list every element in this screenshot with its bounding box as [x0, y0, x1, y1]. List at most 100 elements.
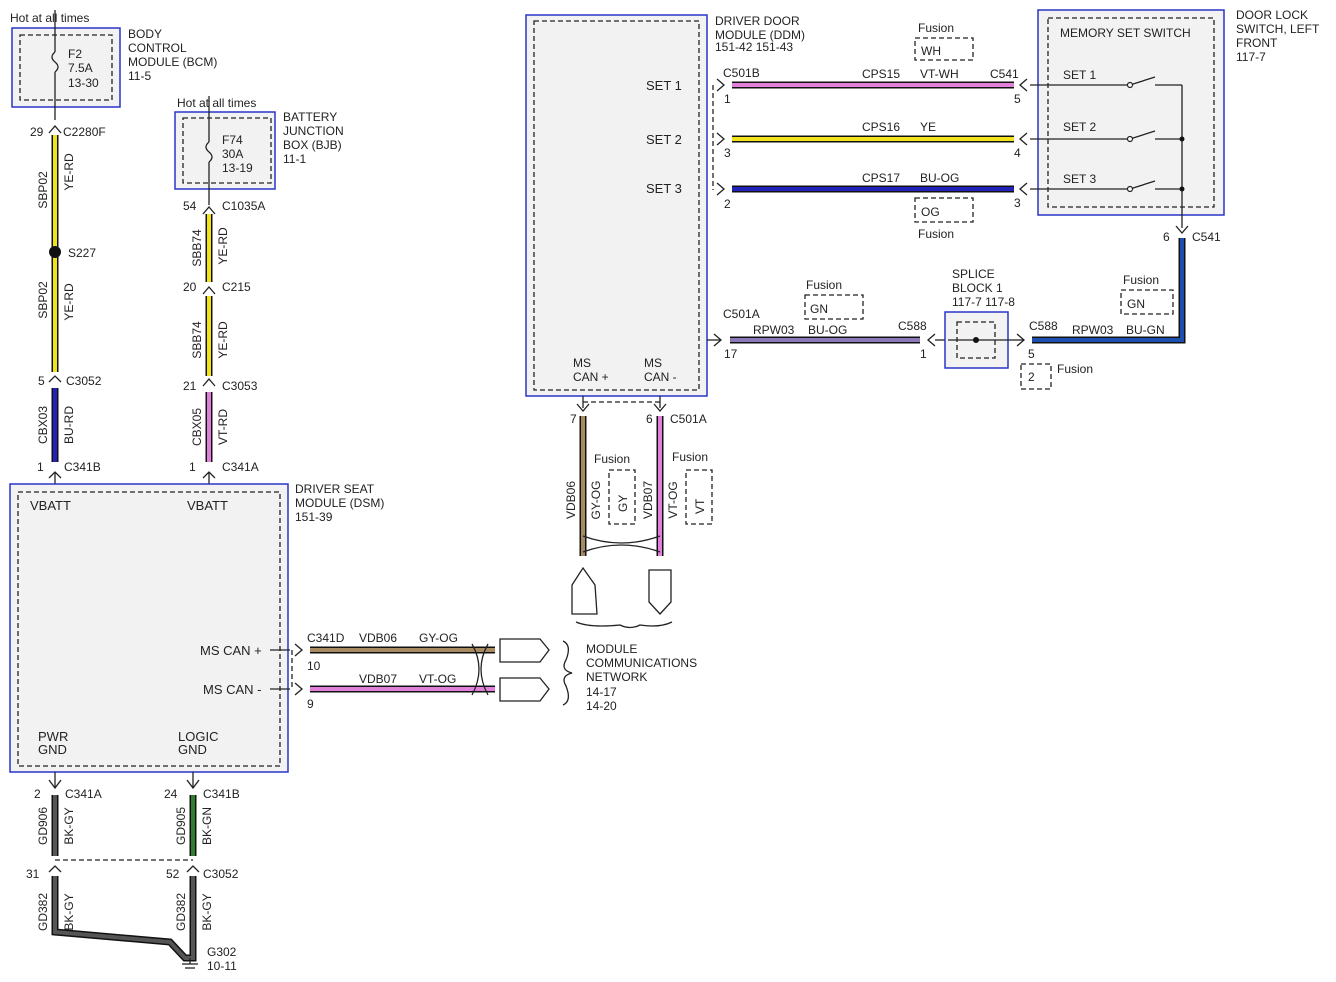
switch-c541-label: C541 [1192, 230, 1221, 244]
fusion-vt: VT [693, 498, 707, 514]
fusion-gn-b-label: Fusion [1123, 273, 1159, 287]
connector-c3053-icon [202, 378, 216, 387]
cps15-pin1: 1 [724, 92, 731, 106]
network-brace-icon [562, 640, 573, 706]
ddm-mscan-plus-2: CAN + [573, 370, 609, 384]
gnd-c3052-label: C3052 [203, 867, 239, 881]
dsm-twist-icon [471, 643, 489, 696]
rpw-c501a-label: C501A [723, 307, 760, 321]
ground-wires: 2 C341A 24 C341B GD906 BK-GY GD905 BK-GN… [26, 772, 240, 973]
ddm-group: DRIVER DOOR MODULE (DDM) 151-42 151-43 S… [525, 14, 805, 397]
gnd-pin-2: 2 [34, 787, 41, 801]
pin-20: 20 [183, 280, 197, 294]
bcm-fuse-icon [51, 51, 59, 73]
ddm-c501a-pin7-icon [576, 403, 590, 412]
door-switch-name-4: 117-7 [1236, 50, 1266, 64]
wire-rpw03-b [1032, 238, 1184, 342]
gnd-bkgy-c-label: BK-GY [200, 893, 214, 930]
connector-c3052-icon [48, 375, 62, 383]
fusion-wh: WH [921, 44, 941, 58]
switch-set2-icon [1030, 130, 1182, 140]
splice-block-1: SPLICE [952, 267, 995, 281]
bcm-box [11, 27, 121, 108]
dsm-name-1: DRIVER SEAT [295, 482, 375, 496]
bjb-name-4: 11-1 [283, 152, 306, 166]
fusion-2-label: Fusion [1057, 362, 1093, 376]
dsm-vtog-label: VT-OG [419, 672, 456, 686]
fusion-vt-label: Fusion [672, 450, 708, 464]
ddm-can-minus-arrow-icon [648, 569, 672, 615]
fusion-gn-a: GN [810, 302, 828, 316]
door-switch-group: DOOR LOCK SWITCH, LEFT FRONT 117-7 MEMOR… [1030, 8, 1320, 244]
bcm-name-3: MODULE (BCM) [128, 55, 217, 69]
fusion-og: OG [921, 205, 940, 219]
fusion-wh-label: Fusion [918, 21, 954, 35]
dsm-logic-gnd-1: LOGIC [178, 729, 218, 744]
memory-set-switch-label: MEMORY SET SWITCH [1060, 26, 1191, 40]
dsm-vbatt-2: VBATT [187, 498, 228, 513]
c1035a-label: C1035A [222, 199, 265, 213]
ddm-box [525, 14, 708, 397]
door-switch-name-2: SWITCH, LEFT [1236, 22, 1320, 36]
memory-buog-label: BU-OG [920, 171, 959, 185]
mid-column: 54 C1035A SBB74 YE-RD 20 C215 SBB74 YE-R… [183, 199, 265, 486]
c215-label: C215 [222, 280, 251, 294]
network-line-3: NETWORK [586, 670, 647, 684]
bcm-inner-dash [19, 34, 113, 101]
gnd-bkgy-b-label: BK-GY [62, 893, 76, 930]
dsm-can-minus-arrow-icon [499, 677, 550, 702]
fusion-vt-box [685, 469, 713, 525]
ddm-set2: SET 2 [646, 132, 682, 147]
yerd-b-label: YE-RD [62, 283, 76, 321]
dsm-pin-10: 10 [307, 659, 321, 673]
ddm-mscan-plus-1: MS [573, 356, 591, 370]
dsm-pwr-gnd-1: PWR [38, 729, 68, 744]
bjb-loc: 13-19 [222, 161, 253, 175]
ddm-c501a-label: C501A [670, 412, 707, 426]
network-line-4: 14-17 [586, 685, 617, 699]
ddm-vdb06-label: VDB06 [564, 481, 578, 519]
c541-pin6-icon [1175, 225, 1189, 234]
ddm-set1: SET 1 [646, 78, 682, 93]
bjb-rating: 30A [222, 147, 243, 161]
fusion-og-label: Fusion [918, 227, 954, 241]
bkgn-label: BK-GN [200, 807, 214, 845]
connector-gnd-c3052b-icon [186, 865, 200, 873]
cbx03-label: CBX03 [36, 406, 50, 444]
fusion-wh-box [914, 37, 974, 61]
splice-block-dot [973, 337, 979, 343]
network-line-1: MODULE [586, 642, 637, 656]
dsm-can-plus-arrow-icon [499, 638, 550, 663]
fusion-gn-a-box [804, 294, 864, 320]
c541-right-label: C541 [990, 67, 1019, 81]
bjb-group: Hot at all times F74 30A 13-19 BATTERY J… [174, 96, 344, 205]
cps16-pin3: 3 [724, 146, 731, 160]
gd382-a-label: GD382 [36, 893, 50, 931]
sbp02-b-label: SBP02 [36, 281, 50, 319]
fusion-gy-box [608, 469, 636, 525]
dsm-vdb06-label: VDB06 [359, 631, 397, 645]
vtrd-label: VT-RD [216, 409, 230, 445]
network-line-5: 14-20 [586, 699, 617, 713]
dsm-box [9, 483, 289, 773]
gnd-pin-24: 24 [164, 787, 178, 801]
pin-1-left: 1 [37, 460, 44, 474]
c541-pin3-icon [1019, 182, 1028, 196]
rpw-pin17: 17 [724, 347, 738, 361]
ddm-name-2: MODULE (DDM) [715, 28, 805, 42]
dsm-pwr-gnd-2: GND [38, 742, 67, 757]
switch-set2-label: SET 2 [1063, 120, 1096, 134]
switch-set1-icon [1030, 76, 1182, 86]
wire-gd382 [53, 876, 195, 960]
burd-label: BU-RD [62, 406, 76, 444]
dsm-group: DRIVER SEAT MODULE (DSM) 151-39 VBATT VB… [9, 482, 384, 773]
connector-c1035a-icon [202, 206, 216, 215]
splice-s227-label: S227 [68, 246, 96, 260]
ddm-mscan-minus-1: MS [644, 356, 662, 370]
network-line-2: COMMUNICATIONS [586, 656, 697, 670]
splice-block-2: BLOCK 1 [952, 281, 1003, 295]
left-column: 29 C2280F S227 SBP02 YE-RD SBP02 YE-RD 5… [30, 125, 106, 486]
dsm-mscan-minus: MS CAN - [203, 682, 262, 697]
ddm-name-1: DRIVER DOOR [715, 14, 800, 28]
